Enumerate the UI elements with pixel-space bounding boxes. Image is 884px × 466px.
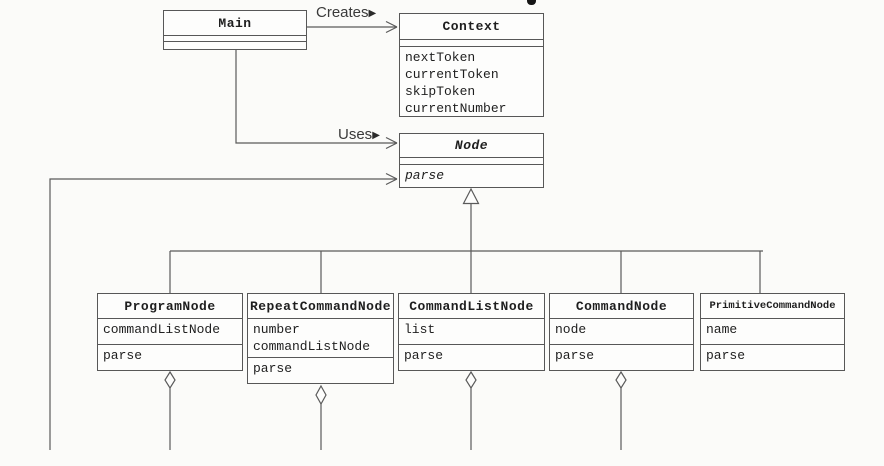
class-title-primitivecommandnode: PrimitiveCommandNode [701, 294, 844, 319]
programnode-operations-compartment: parse [98, 345, 242, 370]
class-box-commandnode: CommandNode node parse [549, 293, 694, 371]
operation: parse [706, 348, 746, 363]
direction-arrow-icon: ▶ [368, 8, 377, 19]
class-box-programnode: ProgramNode commandListNode parse [97, 293, 243, 371]
aggregation-diamond-icon [315, 384, 327, 406]
creates-label: Creates [316, 4, 369, 21]
class-box-commandlistnode: CommandListNode list parse [398, 293, 545, 371]
class-title-repeatcommandnode: RepeatCommandNode [248, 294, 393, 319]
cutoff-text-artifact [527, 0, 536, 5]
class-box-repeatcommandnode: RepeatCommandNode number commandListNode… [247, 293, 394, 384]
class-box-node: Node parse [399, 133, 544, 188]
primitivecommandnode-attributes-compartment: name [701, 319, 844, 345]
direction-arrow-icon: ▶ [372, 130, 380, 141]
operation: parse [103, 348, 143, 363]
attribute: skipToken [405, 84, 476, 99]
primitivecommandnode-operations-compartment: parse [701, 345, 844, 370]
class-box-main: Main [163, 10, 307, 50]
connector-main-creates-context [307, 20, 398, 34]
generalization-triangle-icon [462, 187, 480, 205]
class-title-node: Node [400, 134, 543, 158]
operation: parse [555, 348, 595, 363]
connector-aggregation-commandnode [615, 370, 627, 450]
context-empty-compartment [400, 40, 543, 47]
connector-main-uses-node [235, 50, 398, 150]
repeatcommandnode-attributes-compartment: number commandListNode [248, 319, 393, 358]
context-attributes-compartment: nextToken currentToken skipToken current… [400, 47, 543, 116]
attribute: name [706, 322, 738, 337]
node-operations-compartment: parse [400, 165, 543, 187]
class-title-commandnode: CommandNode [550, 294, 693, 319]
aggregation-diamond-icon [465, 370, 477, 390]
commandlistnode-operations-compartment: parse [399, 345, 544, 370]
main-operations-compartment [164, 42, 306, 49]
attribute: commandListNode [253, 339, 371, 354]
aggregation-diamond-icon [615, 370, 627, 390]
attribute: list [404, 322, 436, 337]
attribute: commandListNode [103, 322, 221, 337]
uses-label: Uses [338, 126, 373, 143]
class-box-primitivecommandnode: PrimitiveCommandNode name parse [700, 293, 845, 371]
commandnode-operations-compartment: parse [550, 345, 693, 370]
programnode-attributes-compartment: commandListNode [98, 319, 242, 345]
class-box-context: Context nextToken currentToken skipToken… [399, 13, 544, 117]
commandnode-attributes-compartment: node [550, 319, 693, 345]
class-title-programnode: ProgramNode [98, 294, 242, 319]
node-attributes-compartment [400, 158, 543, 165]
connector-aggregation-programnode [164, 370, 176, 450]
repeatcommandnode-operations-compartment: parse [248, 358, 393, 383]
operation: parse [404, 348, 444, 363]
connector-aggregation-repeatcommandnode [315, 384, 327, 450]
edge-label-creates: Creates▶ [316, 4, 376, 21]
class-title-context: Context [400, 14, 543, 40]
class-title-main: Main [164, 11, 306, 36]
connector-aggregation-commandlistnode [465, 370, 477, 450]
attribute: number [253, 322, 300, 337]
commandlistnode-attributes-compartment: list [399, 319, 544, 345]
class-title-commandlistnode: CommandListNode [399, 294, 544, 319]
operation: parse [405, 168, 445, 183]
aggregation-diamond-icon [164, 370, 176, 390]
attribute: currentToken [405, 67, 499, 82]
attribute: nextToken [405, 50, 476, 65]
connector-generalization-tree [169, 187, 763, 293]
attribute: currentNumber [405, 101, 507, 116]
connector-aggregation-return-to-node-parse [49, 172, 398, 450]
edge-label-uses: Uses▶ [338, 126, 380, 143]
attribute: node [555, 322, 587, 337]
operation: parse [253, 361, 293, 376]
main-attributes-compartment [164, 36, 306, 42]
